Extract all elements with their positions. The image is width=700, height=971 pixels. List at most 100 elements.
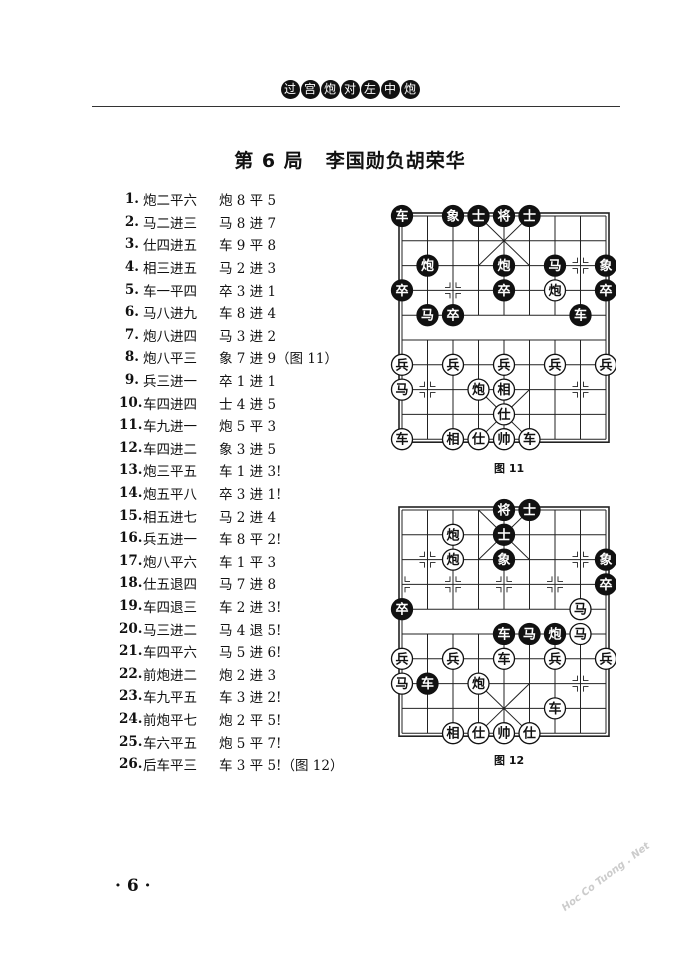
move-row: 19.车四退三车 2 进 3! (119, 595, 343, 618)
piece-label: 车 (395, 209, 408, 225)
piece-disc (492, 353, 516, 376)
piece-disc (518, 498, 541, 522)
piece-label: 兵 (446, 357, 459, 373)
red-move: 仕四进五 (143, 238, 197, 255)
piece-disc (467, 722, 490, 745)
move-row: 8.炮八平三象 7 进 9（图 11） (119, 346, 343, 369)
header-char: 左 (360, 80, 380, 99)
piece-label: 车 (574, 308, 587, 324)
move-number: 7. (124, 326, 139, 343)
black-piece: 象 (441, 204, 465, 228)
red-move: 仕五退四 (143, 577, 197, 594)
move-number: 15. (119, 507, 143, 524)
red-piece: 车 (390, 428, 414, 451)
piece-label: 马 (395, 677, 408, 692)
move-number: 6. (124, 304, 139, 321)
red-move: 炮八平六 (143, 554, 197, 571)
black-move: 车 3 平 5!（图 12） (219, 758, 344, 775)
red-move: 相五进七 (143, 509, 197, 526)
piece-label: 兵 (548, 357, 561, 373)
piece-disc (594, 647, 616, 670)
red-piece: 兵 (441, 353, 465, 376)
piece-disc (492, 498, 516, 522)
move-row: 3.仕四进五车 9 平 8 (119, 233, 343, 256)
move-number: 20. (119, 620, 143, 637)
black-move: 卒 3 进 1 (219, 283, 277, 300)
piece-label: 兵 (548, 651, 561, 667)
piece-label: 相 (446, 726, 459, 742)
move-row: 4.相三进五马 2 进 3 (119, 256, 343, 279)
piece-disc (492, 204, 516, 228)
move-number: 12. (119, 439, 143, 456)
piece-disc (543, 254, 567, 277)
piece-disc (518, 722, 541, 745)
running-header: 过宫炮对左中炮 (0, 78, 700, 99)
move-row: 17.炮八平六车 1 平 3 (119, 550, 343, 573)
red-piece: 兵 (543, 647, 567, 670)
black-move: 炮 2 平 5! (219, 712, 282, 729)
piece-label: 卒 (446, 308, 459, 324)
black-piece: 车 (492, 622, 516, 646)
piece-label: 卒 (599, 577, 612, 593)
piece-label: 象 (599, 552, 612, 568)
piece-label: 马 (395, 383, 408, 398)
move-row: 13.炮三平五车 1 进 3! (119, 459, 343, 482)
piece-disc (390, 378, 414, 401)
piece-label: 兵 (599, 357, 612, 373)
piece-disc (416, 672, 439, 695)
black-piece: 象 (594, 548, 616, 571)
piece-label: 仕 (471, 726, 485, 742)
black-move: 卒 1 进 1 (219, 374, 277, 391)
move-row: 15.相五进七 马 2 进 4 (119, 504, 343, 527)
red-move: 车六平五 (143, 735, 197, 752)
move-row: 10.车四进四士 4 进 5 (119, 391, 343, 414)
piece-disc (569, 304, 592, 327)
piece-label: 马 (574, 603, 587, 618)
red-move: 马三进二 (143, 622, 197, 639)
piece-disc (594, 353, 616, 376)
red-move: 后车平三 (143, 758, 197, 775)
red-piece: 兵 (543, 353, 567, 376)
black-move: 士 4 进 5 (219, 396, 277, 413)
running-header-title: 过宫炮对左中炮 (280, 80, 420, 99)
red-move: 兵五进一 (143, 532, 197, 549)
black-piece: 炮 (492, 254, 516, 277)
piece-label: 象 (599, 258, 612, 274)
piece-label: 马 (574, 628, 587, 643)
black-piece: 卒 (594, 279, 616, 302)
move-number: 5. (124, 281, 139, 298)
game-number: 第 6 局 (234, 150, 304, 172)
black-move: 车 8 进 4 (219, 306, 277, 323)
red-piece: 仕 (467, 428, 490, 451)
red-move: 前炮进二 (143, 667, 197, 684)
black-move: 马 2 进 4 (219, 509, 277, 526)
black-piece: 炮 (543, 622, 567, 646)
black-move: 炮 5 平 3 (219, 419, 277, 436)
move-row: 21.车四平六马 5 进 6! (119, 640, 343, 663)
piece-disc (467, 428, 490, 451)
move-row: 1.炮二平六炮 8 平 5 (119, 188, 343, 211)
red-piece: 兵 (492, 353, 516, 376)
piece-disc (441, 647, 465, 670)
piece-disc (441, 428, 465, 451)
piece-label: 象 (497, 552, 510, 568)
move-row: 20.马三进二马 4 退 5! (119, 617, 343, 640)
watermark: Hoc Co Tuong . Net (560, 840, 652, 914)
piece-label: 帅 (497, 432, 510, 448)
piece-disc (492, 254, 516, 277)
piece-disc (416, 254, 439, 277)
move-number: 2. (124, 213, 139, 230)
red-move: 炮五平八 (143, 487, 197, 504)
piece-label: 炮 (472, 382, 485, 398)
black-move: 炮 8 平 5 (219, 193, 277, 210)
black-move: 炮 2 进 3 (219, 667, 277, 684)
piece-disc (390, 647, 414, 670)
red-move: 车四平六 (143, 645, 197, 662)
move-number: 11. (119, 417, 143, 434)
piece-disc (492, 403, 516, 426)
red-piece: 车 (543, 697, 567, 720)
piece-label: 炮 (497, 258, 510, 274)
red-move: 炮八平三 (143, 351, 197, 368)
piece-label: 卒 (395, 283, 408, 299)
